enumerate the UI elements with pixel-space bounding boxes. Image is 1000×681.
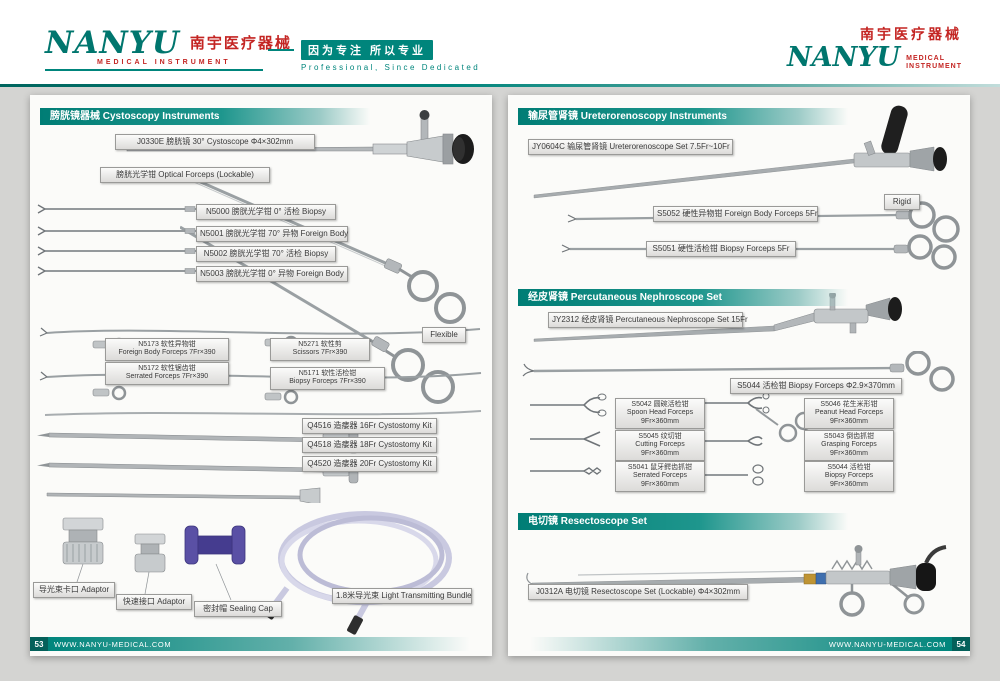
forceps-tips-illustration [530, 392, 814, 486]
footer-bar-left: WWW.NANYU-MEDICAL.COM [48, 637, 492, 651]
label-n5172: N5172 软性锯齿钳 Serrated Forceps 7Fr×390 [105, 362, 229, 385]
logo-subtitle: MEDICAL INSTRUMENT [97, 59, 231, 66]
label-s5044b-line1: S5044 活检钳 [827, 464, 871, 471]
label-n5171-line1: N5171 软性活检钳 [298, 370, 357, 377]
label-j0312a: J0312A 电切镜 Resectoscope Set (Lockable) Φ… [528, 584, 748, 600]
accessories-illustration [62, 511, 452, 635]
label-n5003: N5003 膀胱光学钳 0° 异物 Foreign Body [196, 266, 348, 282]
label-s5041-line3: 9Fr×360mm [641, 480, 679, 488]
label-n5171: N5171 软性活检钳 Biopsy Forceps 7Fr×390 [270, 367, 385, 390]
brand-slogan: 因为专注 所以专业 Professional, Since Dedicated [268, 40, 480, 72]
label-s5044-main: S5044 活检钳 Biopsy Forceps Φ2.9×370mm [730, 378, 902, 394]
catalog-header: NANYU 南宇医疗器械 MEDICAL INSTRUMENT 因为专注 所以专… [0, 0, 1000, 84]
label-s5046-line2: Peanut Head Forceps [814, 409, 884, 417]
logo-chinese-name: 南宇医疗器械 [189, 35, 292, 52]
label-s5043-line2: Grasping Forceps [821, 441, 877, 449]
label-s5041: S5041 鼠牙鳄齿抓钳 Serrated Forceps 9Fr×360mm [615, 461, 705, 493]
label-q4520: Q4520 造瘘器 20Fr Cystostomy Kit [302, 456, 437, 472]
label-s5042-line2: Spoon Head Forceps [626, 409, 694, 417]
website-right: WWW.NANYU-MEDICAL.COM [828, 639, 946, 649]
label-s5052: S5052 硬性异物钳 Foreign Body Forceps 5Fr [653, 206, 818, 222]
header-divider [0, 84, 1000, 87]
right-page: 输尿管肾镜 Ureterorenoscopy Instruments JY060… [508, 95, 970, 656]
footer-right: WWW.NANYU-MEDICAL.COM 54 [508, 637, 970, 651]
section-header-nephroscope: 经皮肾镜 Percutaneous Nephroscope Set [518, 289, 848, 306]
label-q4516: Q4516 造瘘器 16Fr Cystostomy Kit [302, 418, 437, 434]
label-s5045-line1: S5045 纹切钳 [638, 433, 682, 440]
label-s5046: S5046 花生米形钳 Peanut Head Forceps 9Fr×360m… [804, 398, 894, 430]
label-n5001: N5001 膀胱光学钳 70° 异物 Foreign Body [196, 226, 348, 242]
label-s5042-line3: 9Fr×360mm [641, 417, 679, 425]
nanyu-logo-right: 南宇医疗器械 NANYU MEDICAL INSTRUMENT [787, 24, 962, 71]
label-sealing-cap: 密封帽 Sealing Cap [194, 601, 282, 617]
label-jy2312: JY2312 经皮肾镜 Percutaneous Nephroscope Set… [548, 312, 748, 328]
label-n5171-line2: Biopsy Forceps 7Fr×390 [289, 378, 366, 386]
label-s5041-line2: Serrated Forceps [632, 472, 688, 480]
section-header-resectoscope: 电切镜 Resectoscope Set [518, 513, 848, 530]
label-adaptor-quick: 快速接口 Adaptor [116, 594, 192, 610]
label-s5045-line2: Cutting Forceps [635, 441, 685, 449]
label-q4518: Q4518 造瘘器 18Fr Cystostomy Kit [302, 437, 437, 453]
label-s5046-line1: S5046 花生米形钳 [820, 401, 878, 408]
label-s5043-line3: 9Fr×360mm [830, 449, 868, 457]
logo-wordmark-right: NANYU [786, 42, 901, 73]
label-n5173-line2: Foreign Body Forceps 7Fr×390 [118, 349, 216, 357]
section-header-ureteroscopy: 输尿管肾镜 Ureterorenoscopy Instruments [518, 108, 848, 125]
label-s5046-line3: 9Fr×360mm [830, 417, 868, 425]
logo-chinese-name-right: 南宇医疗器械 [860, 26, 962, 42]
nanyu-logo-left: NANYU 南宇医疗器械 MEDICAL INSTRUMENT [45, 28, 292, 71]
label-s5043-line1: S5043 倒齿抓钳 [823, 433, 875, 440]
label-optical-forceps: 膀胱光学钳 Optical Forceps (Lockable) [100, 167, 270, 183]
flexible-forceps-illustration [39, 327, 482, 416]
footer-bar-right: WWW.NANYU-MEDICAL.COM [508, 637, 952, 651]
logo-subtitle-right: MEDICAL INSTRUMENT [906, 55, 962, 71]
biopsy-forceps-illustration [522, 351, 955, 392]
label-s5044b-line2: Biopsy Forceps [824, 472, 874, 480]
label-s5045: S5045 纹切钳 Cutting Forceps 9Fr×360mm [615, 430, 705, 462]
footer-left: 53 WWW.NANYU-MEDICAL.COM [30, 637, 492, 651]
page-number-left: 53 [30, 637, 48, 651]
label-n5172-line1: N5172 软性锯齿钳 [138, 365, 196, 372]
label-n5271-line2: Scissors 7Fr×390 [292, 349, 348, 357]
label-s5041-line1: S5041 鼠牙鳄齿抓钳 [627, 464, 693, 471]
page-number-right: 54 [952, 637, 970, 651]
logo-subtitle-line1: MEDICAL [906, 55, 945, 62]
label-flexible-tag: Flexible [422, 327, 466, 343]
slogan-english: Professional, Since Dedicated [301, 63, 481, 72]
logo-wordmark: NANYU [45, 25, 180, 61]
logo-underline [45, 69, 263, 71]
label-s5044b: S5044 活检钳 Biopsy Forceps 9Fr×360mm [804, 461, 894, 493]
label-adaptor-bayonet: 导光束卡口 Adaptor [33, 582, 115, 598]
logo-subtitle-line2: INSTRUMENT [906, 63, 962, 70]
label-s5045-line3: 9Fr×360mm [641, 449, 679, 457]
label-light-bundle: 1.8米导光束 Light Transmitting Bundle [332, 588, 472, 604]
label-s5044b-line3: 9Fr×360mm [830, 480, 868, 488]
label-s5051: S5051 硬性活检钳 Biopsy Forceps 5Fr [646, 241, 796, 257]
label-n5000: N5000 膀胱光学钳 0° 活检 Biopsy [196, 204, 336, 220]
left-page: 膀胱镜器械 Cystoscopy Instruments [30, 95, 492, 656]
label-s5043: S5043 倒齿抓钳 Grasping Forceps 9Fr×360mm [804, 430, 894, 462]
label-n5172-line2: Serrated Forceps 7Fr×390 [125, 373, 209, 381]
label-n5271-line1: N5271 软性剪 [298, 341, 342, 348]
section-header-cystoscopy: 膀胱镜器械 Cystoscopy Instruments [40, 108, 370, 125]
label-n5173: N5173 软性异物钳 Foreign Body Forceps 7Fr×390 [105, 338, 229, 361]
label-n5002: N5002 膀胱光学钳 70° 活检 Biopsy [196, 246, 336, 262]
label-rigid-tag: Rigid [884, 194, 920, 210]
label-jy0604c: JY0604C 输尿管肾镜 Ureterorenoscope Set 7.5Fr… [528, 139, 733, 155]
forceps-rods-illustration [37, 204, 207, 276]
nephroscope-illustration [533, 293, 902, 342]
website-left: WWW.NANYU-MEDICAL.COM [54, 639, 172, 649]
label-n5173-line1: N5173 软性异物钳 [138, 341, 196, 348]
label-n5271: N5271 软性剪 Scissors 7Fr×390 [270, 338, 370, 361]
label-s5042: S5042 圆碗活检钳 Spoon Head Forceps 9Fr×360mm [615, 398, 705, 430]
label-s5042-line1: S5042 圆碗活检钳 [631, 401, 689, 408]
label-j0330e: J0330E 膀胱镜 30° Cystoscope Φ4×302mm [115, 134, 315, 150]
slogan-chinese: 因为专注 所以专业 [301, 40, 434, 60]
resectoscope-illustration [526, 545, 947, 617]
